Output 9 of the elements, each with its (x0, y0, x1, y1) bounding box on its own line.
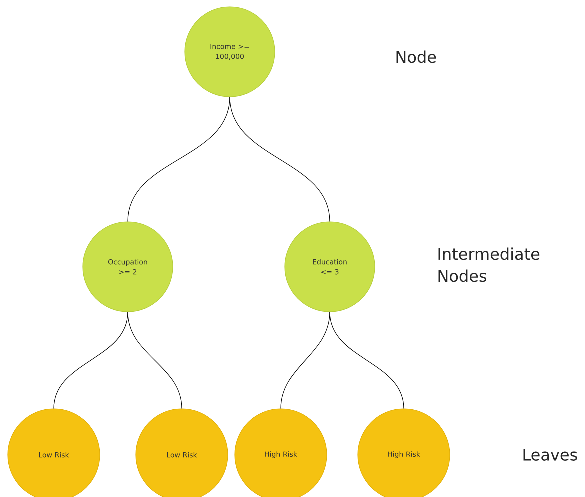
level-label: Intermediate Nodes (438, 248, 540, 282)
connector-line (128, 312, 182, 409)
level-label: Leaves (524, 449, 578, 461)
connector-line (330, 312, 404, 409)
connector-line (128, 97, 230, 222)
connector-line (280, 312, 330, 409)
connector-line (54, 312, 128, 409)
level-label: Node (396, 50, 436, 64)
connector-line (230, 97, 330, 222)
